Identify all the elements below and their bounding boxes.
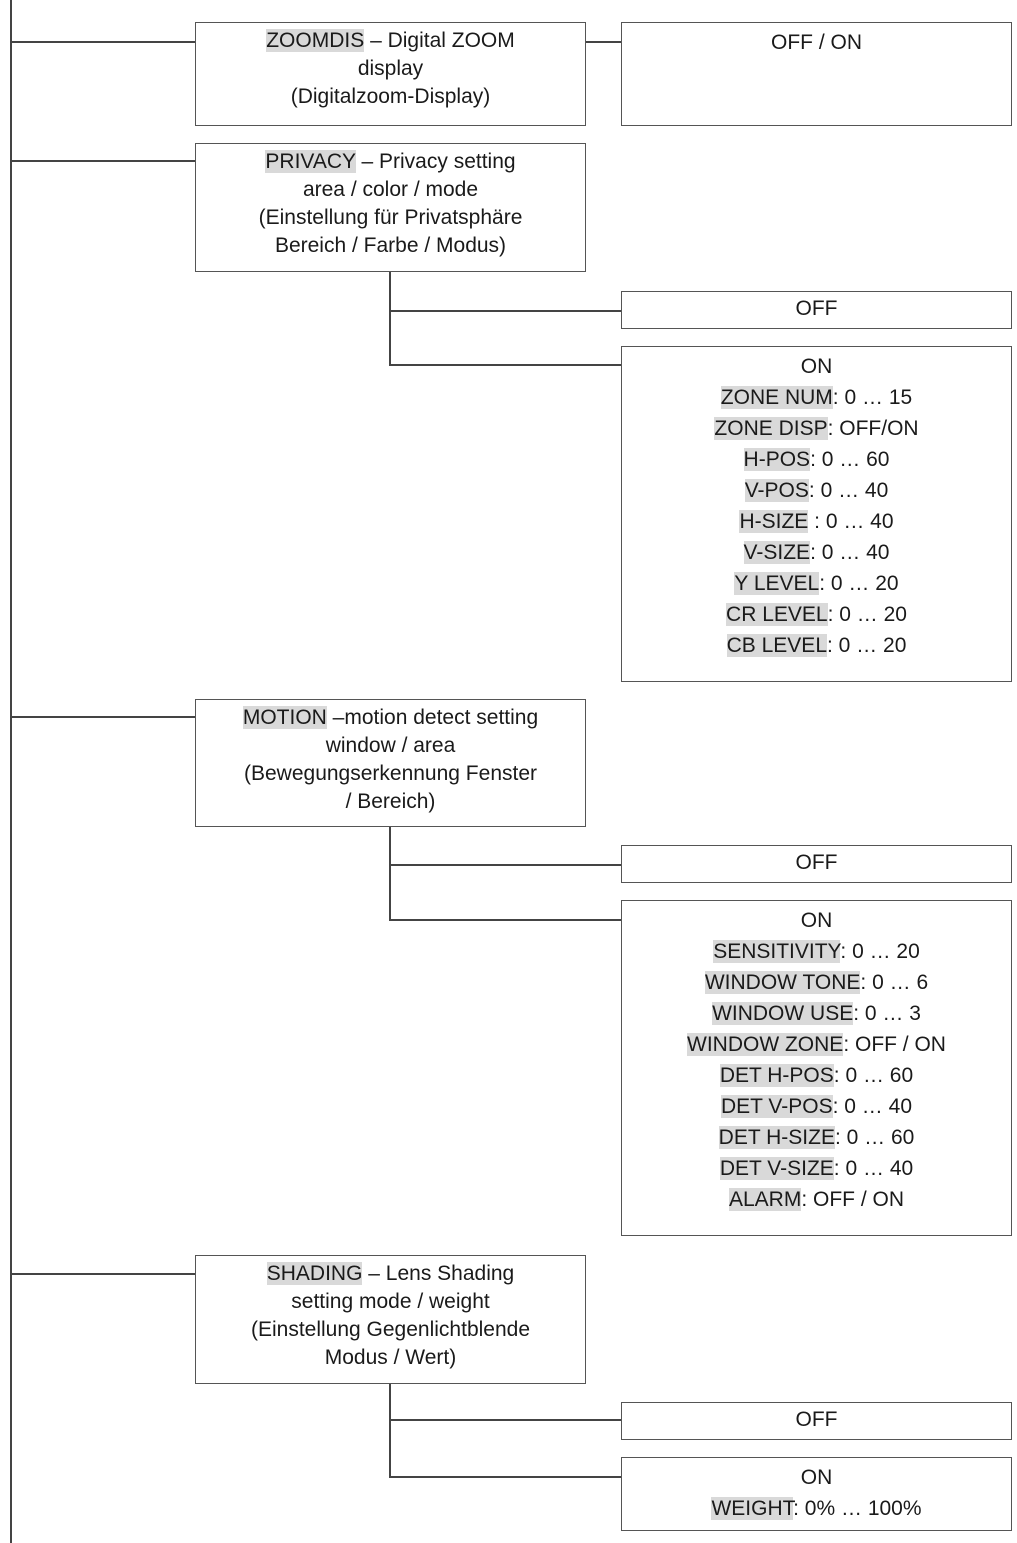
option-range: : 0 … 40 (833, 1157, 914, 1180)
connector-privacy-drop (389, 271, 391, 365)
option-key: SENSITIVITY (713, 940, 841, 963)
option-range: : 0 … 15 (832, 386, 913, 409)
option-range: : OFF / ON (843, 1033, 946, 1056)
option-item: WINDOW USE: 0 … 3 (622, 998, 1011, 1029)
motion-key: MOTION (242, 706, 327, 729)
option-item: WINDOW TONE: 0 … 6 (622, 967, 1011, 998)
connector-shading-on (389, 1476, 622, 1478)
option-item: WINDOW ZONE: OFF / ON (622, 1029, 1011, 1060)
option-item: CB LEVEL: 0 … 20 (622, 630, 1011, 661)
connector-shading-off (389, 1419, 622, 1421)
option-key: WEIGHT (711, 1497, 794, 1520)
option-key: ALARM (728, 1188, 802, 1211)
motion-node: MOTION –motion detect setting window / a… (195, 699, 586, 827)
option-range: : 0 … 40 (810, 541, 890, 564)
option-key: V-SIZE (743, 541, 811, 564)
option-range: : 0 … 20 (840, 940, 920, 963)
privacy-node: PRIVACY – Privacy setting area / color /… (195, 143, 586, 272)
option-item: Y LEVEL: 0 … 20 (622, 568, 1011, 599)
option-range: : 0 … 6 (860, 971, 929, 994)
option-range: : 0 … 3 (853, 1002, 921, 1025)
option-key: CR LEVEL (726, 603, 828, 626)
option-range: : 0 … 40 (808, 510, 894, 533)
option-range: : 0 … 60 (833, 1064, 914, 1087)
option-key: DET V-POS (720, 1095, 833, 1118)
option-range: : 0 … 20 (819, 572, 899, 595)
option-item: H-SIZE : 0 … 40 (622, 506, 1011, 537)
privacy-key: PRIVACY (265, 150, 356, 173)
option-range: : 0 … 20 (827, 634, 907, 657)
option-item: CR LEVEL: 0 … 20 (622, 599, 1011, 630)
shading-off-box: OFF (621, 1402, 1012, 1440)
option-key: V-POS (744, 479, 809, 502)
connector-shading-drop (389, 1383, 391, 1477)
zoomdis-node: ZOOMDIS – Digital ZOOM display (Digitalz… (195, 22, 586, 126)
option-item: DET V-POS: 0 … 40 (622, 1091, 1011, 1122)
option-item: V-POS: 0 … 40 (622, 475, 1011, 506)
option-key: WINDOW ZONE (687, 1033, 844, 1056)
option-item: H-POS: 0 … 60 (622, 444, 1011, 475)
option-key: WINDOW USE (712, 1002, 854, 1025)
connector-zoomdis-option (585, 41, 622, 43)
option-key: DET V-SIZE (719, 1157, 834, 1180)
option-key: CB LEVEL (726, 634, 827, 657)
option-range: : 0 … 40 (808, 479, 889, 502)
connector-motion (10, 716, 196, 718)
option-item: ALARM: OFF / ON (622, 1184, 1011, 1215)
connector-privacy (10, 160, 196, 162)
option-key: H-POS (743, 448, 811, 471)
option-item: WEIGHT: 0% … 100% (622, 1493, 1011, 1524)
option-key: ZONE DISP (714, 417, 828, 440)
option-key: H-SIZE (739, 510, 809, 533)
option-key: ZONE NUM (720, 386, 833, 409)
option-range: : 0% … 100% (793, 1497, 922, 1520)
trunk-line (10, 0, 12, 1543)
connector-privacy-on (389, 364, 622, 366)
zoomdis-option-box: OFF / ON (621, 22, 1012, 126)
zoomdis-key: ZOOMDIS (266, 29, 365, 52)
connector-motion-drop (389, 826, 391, 920)
connector-motion-off (389, 864, 622, 866)
option-key: DET H-POS (719, 1064, 834, 1087)
option-key: DET H-SIZE (718, 1126, 835, 1149)
option-range: : 0 … 60 (810, 448, 890, 471)
option-item: SENSITIVITY: 0 … 20 (622, 936, 1011, 967)
option-key: WINDOW TONE (704, 971, 861, 994)
option-item: ZONE DISP: OFF/ON (622, 413, 1011, 444)
option-item: V-SIZE: 0 … 40 (622, 537, 1011, 568)
option-item: ZONE NUM: 0 … 15 (622, 382, 1011, 413)
option-item: DET V-SIZE: 0 … 40 (622, 1153, 1011, 1184)
shading-on-box: ON WEIGHT: 0% … 100% (621, 1457, 1012, 1531)
shading-key: SHADING (266, 1262, 363, 1285)
privacy-off-box: OFF (621, 291, 1012, 329)
option-item: DET H-POS: 0 … 60 (622, 1060, 1011, 1091)
option-item: DET H-SIZE: 0 … 60 (622, 1122, 1011, 1153)
option-range: : 0 … 60 (834, 1126, 915, 1149)
option-range: : OFF/ON (827, 417, 919, 440)
connector-privacy-off (389, 310, 622, 312)
motion-off-box: OFF (621, 845, 1012, 883)
option-range: : 0 … 40 (832, 1095, 913, 1118)
shading-node: SHADING – Lens Shading setting mode / we… (195, 1255, 586, 1384)
shading-on-items: WEIGHT: 0% … 100% (622, 1493, 1011, 1524)
option-range: : 0 … 20 (827, 603, 907, 626)
connector-motion-on (389, 919, 622, 921)
option-range: : OFF / ON (801, 1188, 905, 1211)
connector-shading (10, 1273, 196, 1275)
option-key: Y LEVEL (734, 572, 820, 595)
connector-zoomdis (10, 41, 196, 43)
